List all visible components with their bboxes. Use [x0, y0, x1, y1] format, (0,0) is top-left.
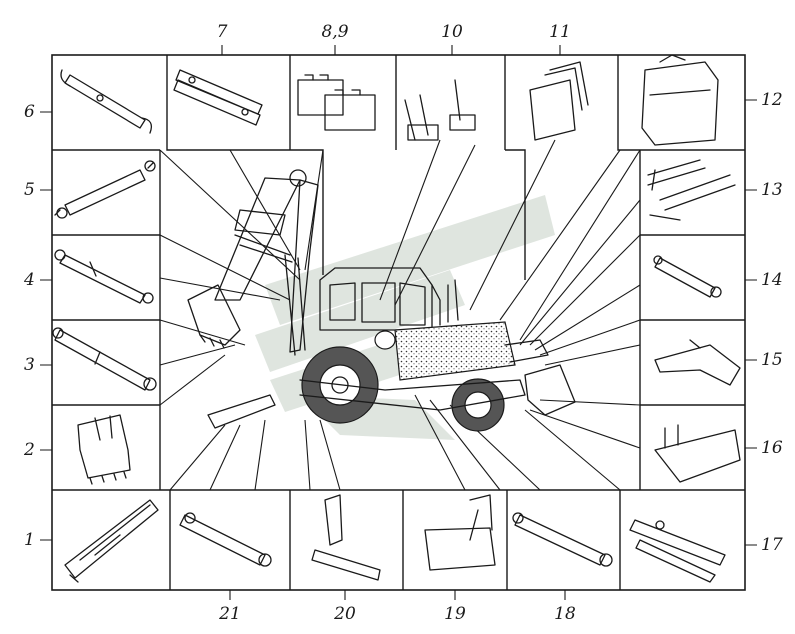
callout-12: 12 — [761, 90, 783, 110]
part-17-illustration — [629, 519, 726, 583]
part-15-illustration — [654, 339, 741, 386]
callout-4: 4 — [24, 270, 35, 290]
grid-frame — [51, 54, 746, 591]
part-12-illustration — [641, 54, 719, 146]
callout-15: 15 — [761, 350, 783, 370]
callout-16: 16 — [761, 438, 783, 458]
callout-2: 2 — [24, 440, 35, 460]
part-5-illustration — [54, 160, 156, 219]
callout-3: 3 — [24, 355, 35, 375]
callout-8-9: 8,9 — [321, 22, 349, 42]
callout-5: 5 — [24, 180, 35, 200]
callout-6: 6 — [24, 102, 35, 122]
callout-1: 1 — [24, 530, 35, 550]
watermark-emblem — [255, 195, 555, 440]
part-6-illustration — [60, 69, 153, 134]
callout-19: 19 — [444, 604, 466, 624]
part-4-illustration — [54, 249, 154, 304]
part-14-illustration — [653, 255, 722, 298]
callout-10: 10 — [441, 22, 463, 42]
callout-18: 18 — [554, 604, 576, 624]
callout-21: 21 — [219, 604, 241, 624]
part-10-illustration — [404, 79, 476, 141]
part-16-illustration — [654, 424, 741, 483]
part-3-illustration — [52, 327, 157, 391]
callout-ticks — [40, 45, 757, 600]
leader-lines — [159, 139, 641, 491]
part-7-illustration — [173, 69, 263, 126]
part-13-illustration — [647, 159, 736, 221]
callout-14: 14 — [761, 270, 783, 290]
callout-17: 17 — [761, 535, 783, 555]
part-8-9-illustration — [297, 74, 376, 131]
part-18-illustration — [512, 512, 613, 567]
backhoe-loader — [187, 169, 576, 432]
callout-20: 20 — [334, 604, 356, 624]
part-21-illustration — [179, 512, 272, 567]
callout-7: 7 — [216, 22, 228, 42]
part-2-illustration — [77, 414, 131, 485]
part-20-illustration — [311, 494, 381, 581]
part-19-illustration — [424, 494, 496, 571]
callout-13: 13 — [761, 180, 783, 200]
part-11-illustration — [529, 61, 589, 141]
part-1-illustration — [64, 499, 159, 583]
callout-11: 11 — [549, 22, 571, 42]
